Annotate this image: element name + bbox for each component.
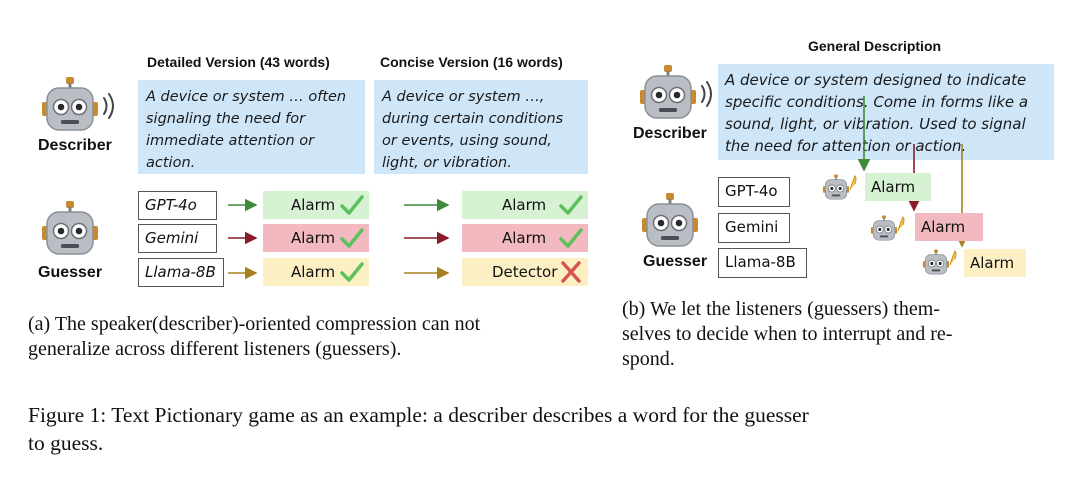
- general-description-box: A device or system designed to indicate …: [718, 64, 1054, 160]
- robot-describer-icon: [639, 64, 712, 119]
- check-icon: [558, 193, 584, 217]
- model-gemini: Gemini: [718, 213, 790, 243]
- description-line: during certain conditions: [382, 111, 564, 127]
- answer-llama-8b-detailed: Alarm: [263, 258, 369, 286]
- description-line: specific conditions. Come in forms like …: [725, 93, 1029, 111]
- header-concise-version: Concise Version (16 words): [380, 54, 563, 70]
- detailed-arrows: [228, 198, 258, 280]
- caption-line: spond.: [622, 348, 675, 370]
- caption-line: (a) The speaker(describer)-oriented comp…: [28, 313, 481, 335]
- describer-label: Describer: [38, 137, 112, 154]
- description-line: light, or vibration.: [382, 155, 512, 171]
- model-llama-8b: Llama-8B: [138, 258, 224, 287]
- answer-llama-8b: Alarm: [964, 249, 1026, 277]
- caption-line: generalize across different listeners (g…: [28, 338, 402, 360]
- answer-gemini-detailed: Alarm: [263, 224, 369, 252]
- robot-describer-icon: [41, 76, 114, 131]
- robot-raising-hand-icon: [922, 249, 957, 275]
- description-line: A device or system … often: [146, 89, 347, 105]
- answer-text: Alarm: [291, 229, 336, 247]
- answer-text: Alarm: [291, 263, 336, 281]
- check-icon: [339, 193, 365, 217]
- description-line: action.: [146, 155, 196, 171]
- answer-gemini-concise: Alarm: [462, 224, 588, 252]
- figure-caption: Figure 1: Text Pictionary game as an exa…: [28, 401, 809, 457]
- robot-raising-hand-icon: [870, 215, 905, 241]
- answer-gpt-4o-concise: Alarm: [462, 191, 588, 219]
- answer-text: Alarm: [502, 229, 547, 247]
- caption-line: Figure 1: Text Pictionary game as an exa…: [28, 403, 809, 427]
- check-icon: [339, 226, 365, 250]
- model-gpt-4o: GPT-4o: [718, 177, 790, 207]
- header-general-description: General Description: [808, 38, 942, 54]
- model-gemini: Gemini: [138, 224, 217, 253]
- description-line: signaling the need for: [146, 111, 306, 127]
- concise-arrows: [404, 198, 450, 280]
- robot-guesser-icon: [41, 200, 99, 255]
- description-line: or events, using sound,: [382, 133, 552, 149]
- describer-label: Describer: [633, 125, 707, 142]
- detailed-description-box: A device or system … often signaling the…: [138, 80, 365, 174]
- answer-text: Alarm: [502, 196, 547, 214]
- model-llama-8b: Llama-8B: [718, 248, 807, 278]
- caption-line: to guess.: [28, 431, 104, 455]
- caption-line: selves to decide when to interrupt and r…: [622, 323, 953, 345]
- header-detailed-version: Detailed Version (43 words): [147, 54, 330, 70]
- robot-raising-hand-icon: [822, 174, 857, 200]
- check-icon: [558, 226, 584, 250]
- description-line: immediate attention or: [146, 133, 315, 149]
- description-line: the need for attention or action.: [725, 137, 967, 155]
- cross-icon: [558, 260, 584, 284]
- panel-a-caption: (a) The speaker(describer)-oriented comp…: [28, 312, 480, 362]
- answer-llama-8b-concise: Detector: [462, 258, 588, 286]
- check-icon: [339, 260, 365, 284]
- guesser-label: Guesser: [643, 253, 708, 270]
- concise-description-box: A device or system …, during certain con…: [374, 80, 588, 174]
- answer-gpt-4o-detailed: Alarm: [263, 191, 369, 219]
- robot-guesser-icon: [641, 192, 699, 247]
- description-line: sound, light, or vibration. Used to sign…: [725, 115, 1026, 133]
- caption-line: (b) We let the listeners (guessers) them…: [622, 298, 940, 320]
- answer-gemini: Alarm: [915, 213, 983, 241]
- model-gpt-4o: GPT-4o: [138, 191, 217, 220]
- panel-b-caption: (b) We let the listeners (guessers) them…: [622, 297, 952, 372]
- answer-text: Alarm: [291, 196, 336, 214]
- description-line: A device or system designed to indicate: [725, 71, 1027, 89]
- guesser-label: Guesser: [38, 264, 103, 281]
- answer-gpt-4o: Alarm: [865, 173, 931, 201]
- description-line: A device or system …,: [382, 89, 545, 105]
- answer-text: Detector: [492, 263, 558, 281]
